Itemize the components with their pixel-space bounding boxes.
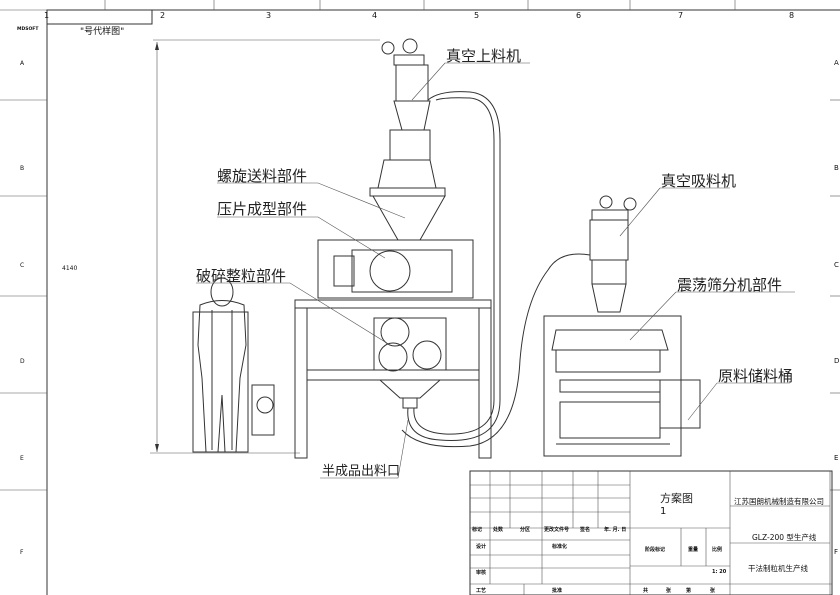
row-c-right: C [834,261,839,269]
label-crushing-granulating: 破碎整粒部件 [196,267,286,285]
row-e: E [20,455,24,462]
scale-label: 比例 [712,546,722,553]
row-a-right: A [834,59,839,67]
col-4: 4 [372,11,377,20]
standard-label: 标准化 [551,543,567,550]
header-date: 年. 月. 日 [604,526,626,533]
approve-label: 批准 [552,587,562,594]
col-6: 6 [576,11,581,20]
row-e-right: E [834,454,838,462]
company-name: 江苏国朗机械制造有限公司 [734,496,824,506]
header-change-doc: 更改文件号 [544,526,569,533]
product-name: 干法制粒机生产线 [748,563,808,573]
process-label: 工艺 [476,587,486,594]
label-screw-feeder: 螺旋送料部件 [217,167,307,185]
label-raw-storage: 原料储料桶 [718,367,793,385]
row-d-right: D [834,357,839,365]
col-1: 1 [44,11,49,20]
col-2: 2 [160,11,165,20]
row-dividers [0,0,840,491]
row-b: B [20,165,24,172]
leader-lines [196,62,795,479]
label-tablet-forming: 压片成型部件 [217,200,307,218]
col-8: 8 [789,11,794,20]
loader-hose-inner [413,97,495,435]
vibrating-screen-machine [543,195,701,457]
dimension-line [150,39,380,454]
drawing-frame [46,9,840,595]
weight-label: 重量 [688,546,698,553]
scale-value: 1: 20 [712,569,727,575]
sheet-unit-2: 张 [710,587,716,594]
suction-hose [401,253,591,448]
corner-mark: MDSOFT [17,26,39,32]
col-3: 3 [266,11,271,20]
total-sheets-label: 共 [643,587,648,594]
row-a: A [20,60,25,67]
label-vibrating-screen: 震荡筛分机部件 [677,276,782,294]
design-label: 设计 [476,543,486,550]
row-b-right: B [834,164,839,172]
row-c: C [20,262,24,269]
drawing-no-box [46,9,153,25]
height-dimension: 4140 [62,265,77,272]
model-name: GLZ-200 型生产线 [752,532,817,542]
review-label: 审核 [476,569,486,576]
label-vacuum-loader: 真空上料机 [446,47,521,65]
label-vacuum-suction: 真空吸料机 [661,172,736,190]
col-5: 5 [474,11,479,20]
header-count: 处数 [492,526,504,533]
loader-hose [407,91,501,441]
row-f-right: F [834,548,838,556]
tablet-press-frame [294,239,492,459]
title-block: 方案图 1 江苏国朗机械制造有限公司 GLZ-200 型生产线 干法制粒机生产线… [469,470,833,595]
col-7: 7 [678,11,683,20]
label-semi-outlet: 半成品出料口 [322,464,400,479]
drawing-number: "号代样图" [80,25,124,37]
vacuum-loader-machine [369,38,446,241]
row-d: D [20,358,25,365]
title-number: 1 [660,506,666,517]
operator-figure [192,277,275,453]
header-sign: 签名 [579,526,590,533]
header-zone: 分区 [520,526,530,533]
header-mark: 标记 [471,526,482,533]
sheet-unit-1: 张 [666,587,672,594]
sheet-no-label: 第 [686,587,691,594]
title: 方案图 [660,491,693,505]
stage-mark-label: 阶段标记 [645,546,665,553]
row-f: F [20,549,24,556]
